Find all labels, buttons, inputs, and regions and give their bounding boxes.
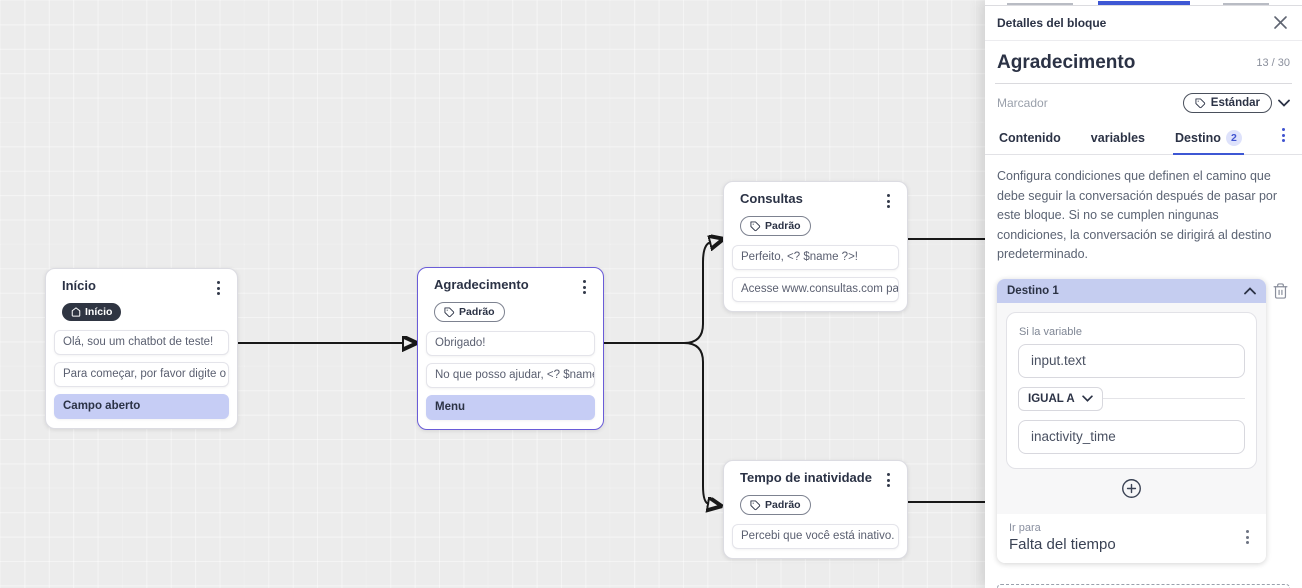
panel-title: Detalles del bloque	[997, 15, 1107, 30]
node-tempo-inatividade[interactable]: Tempo de inatividade Padrão Percebi que …	[723, 460, 908, 559]
close-icon[interactable]	[1271, 13, 1290, 32]
tabs-kebab-icon[interactable]	[1277, 125, 1290, 145]
node-menu-kebab-icon[interactable]	[578, 277, 591, 297]
tab-contenido[interactable]: Contenido	[999, 131, 1061, 145]
goto-kebab-icon[interactable]	[1241, 527, 1254, 547]
message-row[interactable]: No que posso ajudar, <? $name ...	[426, 363, 595, 388]
goto-value: Falta del tiempo	[1009, 535, 1116, 553]
block-name-input[interactable]	[997, 52, 1217, 74]
condition-card: Si la variable IGUAL A	[1006, 311, 1257, 469]
add-condition-button[interactable]	[1121, 478, 1142, 499]
node-title: Consultas	[740, 191, 803, 206]
menu-row[interactable]: Menu	[426, 395, 595, 420]
panel-tabs: Contenido variables Destino 2	[985, 120, 1302, 155]
node-type-badge: Padrão	[434, 302, 505, 322]
home-icon	[71, 307, 81, 317]
tab-count-badge: 2	[1225, 130, 1242, 146]
node-type-badge: Padrão	[740, 216, 811, 236]
operator-select[interactable]: IGUAL A	[1018, 386, 1103, 411]
tab-variables[interactable]: variables	[1090, 131, 1146, 145]
add-destination-button[interactable]: Agregar destino	[997, 583, 1290, 588]
tab-destino[interactable]: Destino 2	[1173, 122, 1244, 155]
destination-description: Configura condiciones que definen el cam…	[997, 169, 1278, 261]
connector-agradecimento-to-consultas	[604, 242, 711, 344]
flow-canvas[interactable]: Início Início Olá, sou um chatbot de tes…	[0, 0, 985, 588]
node-menu-kebab-icon[interactable]	[882, 470, 895, 490]
condition-label: Si la variable	[1019, 325, 1082, 338]
message-row[interactable]: Acesse www.consultas.com par...	[732, 277, 899, 302]
node-consultas[interactable]: Consultas Padrão Perfeito, <? $name ?>! …	[723, 181, 908, 312]
chevron-down-icon	[1081, 395, 1093, 402]
block-details-panel: Detalles del bloque 13 / 30 Marcador Est…	[985, 0, 1302, 588]
goto-label: Ir para	[1009, 521, 1041, 534]
message-row[interactable]: Para começar, por favor digite o ...	[54, 362, 229, 387]
chevron-down-icon[interactable]	[1278, 99, 1290, 107]
tag-icon	[444, 306, 455, 317]
connector-agradecimento-to-tempo	[683, 342, 709, 504]
node-inicio[interactable]: Início Início Olá, sou um chatbot de tes…	[45, 268, 238, 429]
node-title: Agradecimento	[434, 277, 529, 292]
message-row[interactable]: Olá, sou um chatbot de teste!	[54, 330, 229, 355]
trash-icon[interactable]	[1272, 282, 1289, 300]
chevron-up-icon[interactable]	[1244, 286, 1256, 295]
marker-select[interactable]: Estándar	[1182, 93, 1272, 113]
node-type-badge: Início	[62, 303, 122, 321]
plus-circle-icon	[1122, 478, 1141, 498]
top-tabbar-fragment	[985, 0, 1302, 6]
tag-icon	[1195, 97, 1205, 108]
node-title: Início	[62, 278, 96, 293]
destination-card: Destino 1 Si la variable IGUAL A	[997, 278, 1266, 563]
node-agradecimento[interactable]: Agradecimento Padrão Obrigado! No que po…	[417, 267, 604, 430]
destination-header[interactable]: Destino 1	[997, 278, 1266, 303]
compare-value-input[interactable]	[1018, 419, 1245, 454]
message-row[interactable]: Percebi que você está inativo. C...	[732, 524, 899, 549]
char-counter: 13 / 30	[1256, 57, 1290, 69]
message-row[interactable]: Obrigado!	[426, 331, 595, 356]
marker-label: Marcador	[997, 96, 1048, 110]
tag-icon	[750, 220, 761, 231]
open-field-row[interactable]: Campo aberto	[54, 394, 229, 419]
node-type-badge: Padrão	[740, 495, 811, 515]
tag-icon	[750, 499, 761, 510]
node-menu-kebab-icon[interactable]	[882, 191, 895, 211]
message-row[interactable]: Perfeito, <? $name ?>!	[732, 245, 899, 270]
variable-input[interactable]	[1018, 343, 1245, 378]
node-menu-kebab-icon[interactable]	[212, 278, 225, 298]
node-title: Tempo de inatividade	[740, 470, 872, 485]
